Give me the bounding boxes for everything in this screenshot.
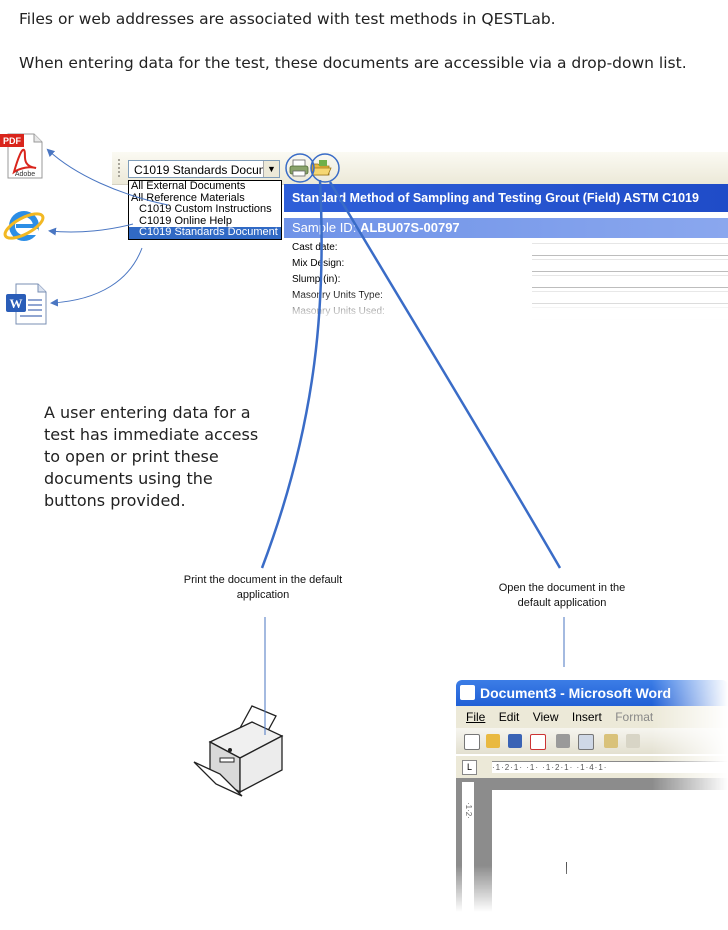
- open-button[interactable]: [310, 158, 332, 178]
- word-document-icon: W: [6, 283, 47, 325]
- intro-line-1: Files or web addresses are associated wi…: [19, 10, 556, 28]
- research-icon[interactable]: [626, 734, 640, 748]
- menu-insert[interactable]: Insert: [571, 710, 602, 724]
- document-dropdown-list[interactable]: All External Documents All Reference Mat…: [128, 180, 282, 240]
- save-icon[interactable]: [508, 734, 522, 748]
- word-window: Document3 - Microsoft Word File Edit Vie…: [456, 680, 728, 912]
- intro-line-2: When entering data for the test, these d…: [19, 54, 687, 72]
- internet-explorer-icon: [3, 211, 45, 241]
- vertical-ruler: ·1·2·: [462, 782, 474, 912]
- form-field: Masonry Units Type:: [284, 288, 728, 304]
- field-input[interactable]: [532, 243, 728, 256]
- dropdown-item[interactable]: C1019 Online Help: [139, 214, 232, 227]
- field-input[interactable]: [532, 307, 728, 320]
- dropdown-item[interactable]: C1019 Custom Instructions: [139, 203, 272, 216]
- adobe-label: Adobe: [15, 171, 35, 178]
- chevron-down-icon[interactable]: ▼: [263, 161, 279, 177]
- user-access-text: A user entering data for a test has imme…: [44, 403, 259, 510]
- word-ruler: L ·1·2·1· ·1· ·1·2·1· ·1·4·1·: [456, 756, 728, 778]
- dropdown-item-selected[interactable]: C1019 Standards Document: [129, 227, 281, 239]
- horizontal-ruler[interactable]: ·1·2·1· ·1· ·1·2·1· ·1·4·1·: [492, 761, 728, 773]
- form-field: Slump (in):: [284, 272, 728, 288]
- document-combo-value: C1019 Standards Docume: [134, 163, 276, 177]
- word-letter: W: [10, 296, 23, 311]
- permission-icon[interactable]: [530, 734, 546, 750]
- dropdown-item[interactable]: All Reference Materials: [131, 191, 245, 204]
- print-caption: Print the document in the default applic…: [183, 574, 343, 601]
- open-folder-icon[interactable]: [486, 734, 500, 748]
- field-label: Masonry Units Type:: [292, 290, 383, 301]
- print-preview-icon[interactable]: [578, 734, 594, 750]
- field-label: Masonry Units Used:: [292, 306, 385, 317]
- word-menu-bar: File Edit View Insert Format: [456, 706, 728, 728]
- dropdown-item[interactable]: All External Documents: [131, 180, 246, 192]
- word-app-icon: [460, 685, 475, 700]
- document-page[interactable]: [492, 790, 728, 912]
- menu-file[interactable]: File: [466, 710, 486, 724]
- qestlab-screenshot: C1019 Standards Docume ▼ All External Do…: [112, 152, 728, 320]
- field-label: Cast date:: [292, 242, 338, 253]
- field-input[interactable]: [532, 259, 728, 272]
- test-form: Standard Method of Sampling and Testing …: [284, 184, 728, 320]
- form-title: Standard Method of Sampling and Testing …: [284, 184, 728, 212]
- word-page-area: ·1·2·: [456, 778, 728, 912]
- word-title-bar: Document3 - Microsoft Word: [456, 680, 728, 706]
- field-label: Mix Design:: [292, 258, 345, 269]
- word-toolbar: [456, 728, 728, 754]
- field-input[interactable]: [532, 275, 728, 288]
- spelling-icon[interactable]: [604, 734, 618, 748]
- tab-selector[interactable]: L: [462, 760, 477, 775]
- field-input[interactable]: [532, 291, 728, 304]
- menu-view[interactable]: View: [532, 710, 559, 724]
- form-field: Mix Design:: [284, 256, 728, 272]
- print-icon[interactable]: [556, 734, 570, 748]
- menu-format[interactable]: Format: [615, 710, 654, 724]
- pdf-file-icon: PDF Adobe: [0, 133, 43, 179]
- word-window-title: Document3 - Microsoft Word: [480, 685, 672, 701]
- sample-id-value: ALBU07S-00797: [359, 220, 460, 235]
- toolbar-grip[interactable]: [118, 159, 123, 177]
- open-caption: Open the document in the default applica…: [498, 582, 626, 609]
- document-combo[interactable]: C1019 Standards Docume ▼: [128, 160, 280, 178]
- menu-edit[interactable]: Edit: [498, 710, 520, 724]
- sample-id-row: Sample ID: ALBU07S-00797: [284, 218, 728, 238]
- pdf-label: PDF: [3, 136, 22, 146]
- sample-id-label: Sample ID:: [292, 220, 357, 235]
- field-label: Slump (in):: [292, 274, 341, 285]
- printer-icon: [193, 705, 284, 797]
- form-field: Masonry Units Used:: [284, 304, 728, 320]
- print-button[interactable]: [288, 158, 310, 178]
- new-document-icon[interactable]: [464, 734, 480, 750]
- text-cursor: [566, 862, 567, 874]
- vertical-ruler-text: ·1·2·: [464, 802, 473, 819]
- form-field: Cast date:: [284, 240, 728, 256]
